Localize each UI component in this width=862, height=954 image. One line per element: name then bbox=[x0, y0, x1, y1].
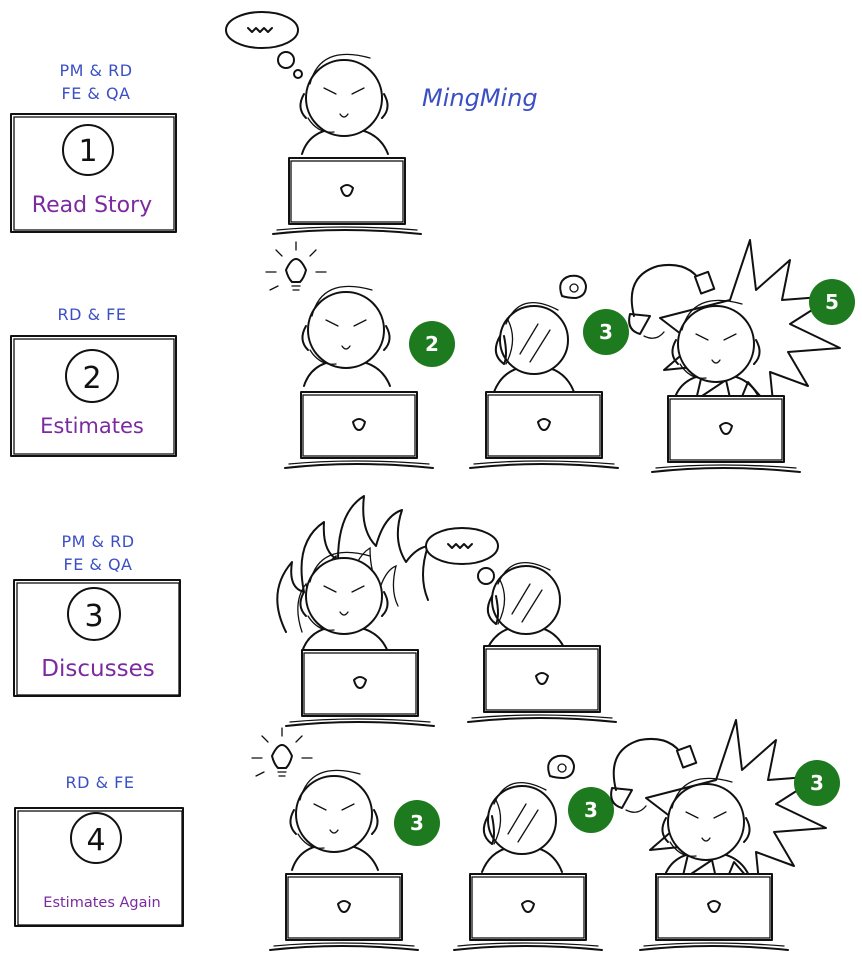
laptop-icon bbox=[284, 391, 434, 469]
person-front-icon bbox=[289, 769, 379, 871]
person-angry-icon bbox=[299, 551, 389, 653]
step-2-label: Estimates bbox=[40, 414, 144, 438]
laptop-icon bbox=[467, 645, 617, 723]
step-2-number-circle bbox=[65, 349, 119, 403]
step-1: PM & RD FE & QA 1 Read Story MingMing bbox=[10, 11, 538, 235]
estimate-badge bbox=[809, 279, 855, 325]
laptop-icon bbox=[285, 649, 435, 727]
estimate-value: 3 bbox=[810, 771, 824, 795]
step-2-number: 2 bbox=[82, 361, 101, 396]
step-3-label: Discusses bbox=[41, 656, 154, 682]
estimate-value: 3 bbox=[599, 320, 613, 344]
step-3-roles-line2: FE & QA bbox=[64, 555, 133, 574]
laptop-icon bbox=[453, 873, 603, 951]
estimate-badge bbox=[568, 787, 614, 833]
step-3: PM & RD FE & QA 3 Discusses bbox=[13, 495, 617, 727]
step-4-roles-line1: RD & FE bbox=[66, 773, 135, 792]
step-1-label: Read Story bbox=[32, 193, 152, 218]
character-name: MingMing bbox=[422, 84, 538, 112]
eye-doodle-icon bbox=[547, 754, 575, 779]
person-front-icon bbox=[301, 285, 391, 387]
laptop-icon bbox=[269, 873, 419, 951]
estimate-badge bbox=[794, 760, 840, 806]
step-4-number-circle bbox=[70, 812, 122, 864]
step-4: RD & FE 4 Estimates Again 3 3 3 bbox=[14, 719, 840, 951]
step-4-number: 4 bbox=[86, 823, 105, 858]
estimate-value: 3 bbox=[584, 798, 598, 822]
light-bulb-icon bbox=[251, 727, 313, 777]
step-2-roles-line1: RD & FE bbox=[58, 305, 127, 324]
estimate-badge bbox=[409, 321, 455, 367]
person-side-icon bbox=[493, 301, 575, 393]
step-2: RD & FE 2 Estimates 2 3 5 bbox=[10, 239, 855, 473]
laptop-icon bbox=[651, 395, 801, 473]
person-side-icon bbox=[485, 561, 567, 653]
laptop-icon bbox=[469, 391, 619, 469]
step-1-roles-line1: PM & RD bbox=[59, 61, 132, 80]
light-bulb-icon bbox=[265, 241, 327, 291]
step-1-number: 1 bbox=[78, 134, 97, 169]
step-3-roles-line1: PM & RD bbox=[61, 532, 134, 551]
step-3-number: 3 bbox=[84, 599, 103, 634]
person-mingming-icon bbox=[299, 53, 389, 155]
eye-doodle-icon bbox=[559, 274, 587, 299]
step-1-number-circle bbox=[62, 124, 114, 176]
person-side-icon bbox=[481, 781, 563, 873]
thought-bubble-icon bbox=[425, 527, 503, 595]
laptop-icon bbox=[272, 157, 422, 235]
estimate-badge bbox=[583, 309, 629, 355]
step-4-label: Estimates Again bbox=[43, 895, 160, 911]
estimate-value: 3 bbox=[410, 811, 424, 835]
laptop-icon bbox=[639, 873, 789, 951]
estimate-value: 5 bbox=[825, 290, 839, 314]
step-3-number-circle bbox=[67, 587, 121, 641]
estimate-badge bbox=[394, 800, 440, 846]
estimate-value: 2 bbox=[425, 332, 439, 356]
step-1-roles-line2: FE & QA bbox=[62, 84, 131, 103]
thought-bubble-icon bbox=[225, 11, 303, 79]
